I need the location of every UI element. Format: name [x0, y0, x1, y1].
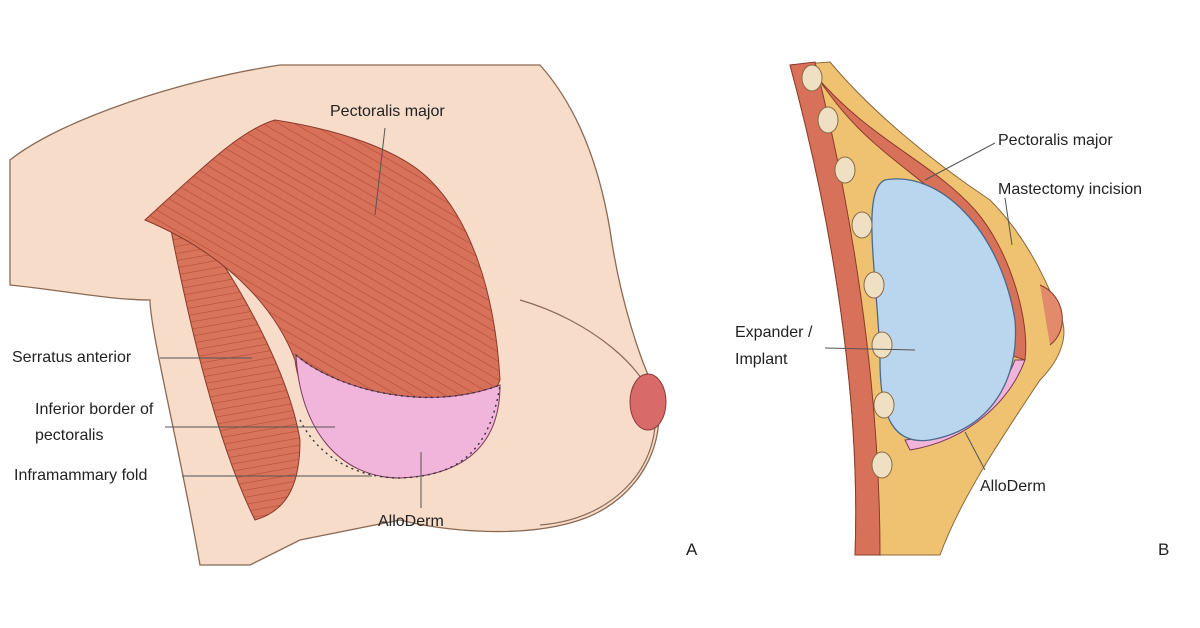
- panel-b-section: [789, 61, 1065, 556]
- panel-letter-a: A: [686, 540, 698, 559]
- ribs: [801, 64, 895, 479]
- label-pectoralis-major-b: Pectoralis major: [998, 132, 1113, 149]
- label-serratus-anterior: Serratus anterior: [12, 349, 132, 366]
- label-pectoralis-major-a: Pectoralis major: [330, 103, 445, 120]
- label-mastectomy-incision: Mastectomy incision: [998, 181, 1143, 198]
- label-expander-line2: Implant: [735, 351, 788, 368]
- label-alloderm-a: AlloDerm: [378, 513, 444, 530]
- label-inferior-border-line1: Inferior border of: [35, 401, 154, 418]
- label-expander-line1: Expander /: [735, 324, 813, 341]
- nipple: [629, 373, 667, 431]
- nipple-section: [1039, 284, 1063, 346]
- suture-line: [295, 354, 501, 479]
- label-inframammary-fold: Inframammary fold: [14, 467, 148, 484]
- label-alloderm-b: AlloDerm: [980, 478, 1046, 495]
- panel-a-torso: [9, 64, 667, 566]
- panel-letter-b: B: [1158, 540, 1170, 559]
- serratus-anterior-muscle: [169, 224, 301, 521]
- chest-wall-muscle: [789, 61, 881, 556]
- pectoralis-major-muscle: [144, 119, 501, 434]
- panel-b-leader-lines: [824, 142, 1013, 471]
- label-inferior-border-line2: pectoralis: [35, 427, 104, 444]
- alloderm-sheet: [295, 353, 501, 479]
- panel-a-leader-lines: [160, 127, 422, 508]
- pectoralis-major-section: [814, 74, 1027, 361]
